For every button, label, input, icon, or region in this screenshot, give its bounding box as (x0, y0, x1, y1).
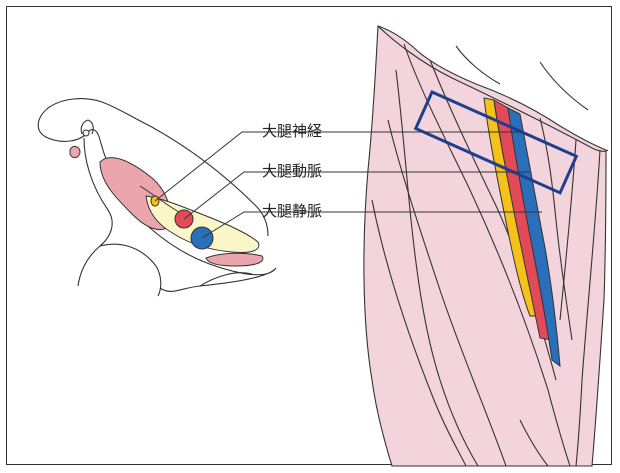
label-femoral-vein: 大腿静脈 (262, 202, 322, 220)
small-muscle-top (70, 146, 80, 157)
label-femoral-artery: 大腿動脈 (262, 162, 322, 180)
label-femoral-nerve: 大腿神経 (262, 122, 322, 140)
pectineus-muscle (206, 253, 263, 266)
pubic-curve (200, 273, 252, 286)
cross-section-muscles (70, 146, 263, 266)
thigh-fill (364, 26, 606, 466)
top-line-2 (540, 62, 588, 110)
thigh-view (364, 26, 608, 466)
lower-curve (100, 244, 161, 296)
